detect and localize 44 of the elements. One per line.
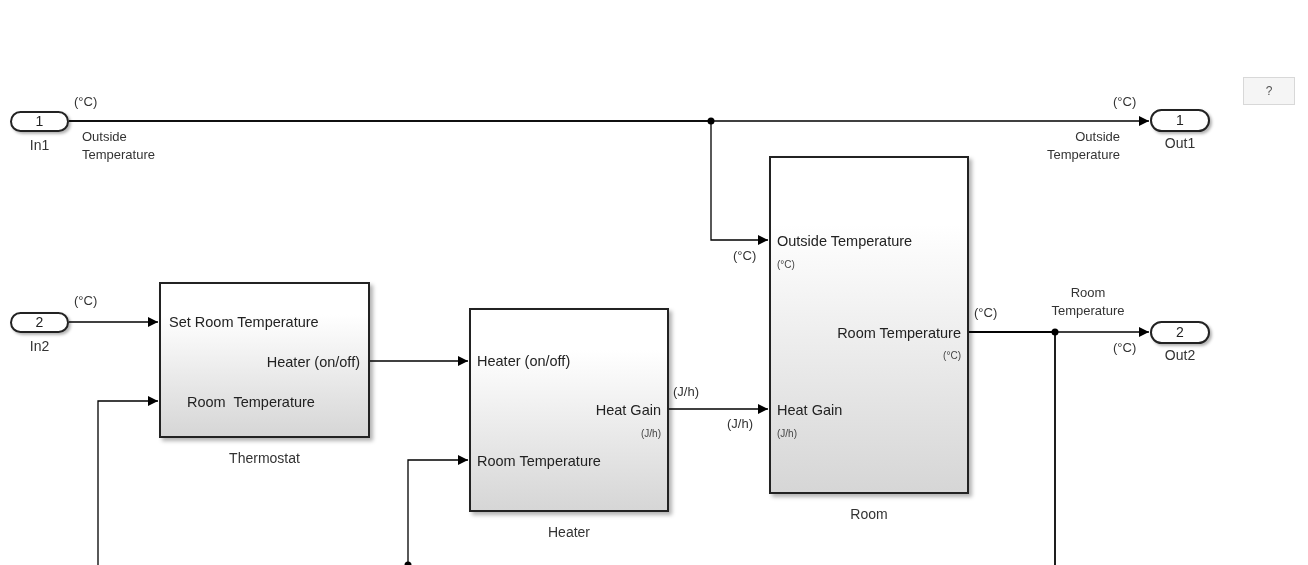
block-name: Heater: [548, 523, 590, 542]
unit-label: (°C): [74, 292, 98, 310]
inport-block: 2: [10, 312, 69, 333]
port-label: Room Temperature: [187, 393, 315, 413]
unit-label: (°C): [1113, 339, 1137, 357]
subsystem-block: [469, 308, 669, 512]
port-unit: (°C): [943, 348, 961, 363]
inport-block: 1: [10, 111, 69, 132]
outport-block: 1: [1150, 109, 1210, 132]
block-name: Thermostat: [229, 449, 300, 468]
signal-name: Outside Temperature: [1046, 128, 1120, 164]
subsystem-block: [159, 282, 370, 438]
port-label: Room Temperature: [837, 324, 961, 344]
signal-name: Outside Temperature: [82, 128, 156, 164]
block-name: Out1: [1164, 134, 1196, 153]
signal-line: [68, 317, 159, 327]
port-label: Set Room Temperature: [169, 313, 319, 333]
signal-name: Room Temperature: [1050, 284, 1126, 320]
port-unit: (J/h): [641, 426, 661, 441]
signal-line: [668, 404, 769, 414]
unit-label: (°C): [1113, 93, 1137, 111]
port-label: Room Temperature: [477, 452, 601, 472]
unit-label: (J/h): [727, 415, 753, 433]
unit-label: (°C): [974, 304, 998, 322]
help-button: ?: [1243, 77, 1295, 105]
subsystem-block: [769, 156, 969, 494]
outport-block: 2: [1150, 321, 1210, 344]
signal-line: [369, 356, 469, 366]
unit-label: (°C): [733, 247, 757, 265]
signal-line: [68, 120, 769, 245]
block-name: In1: [29, 136, 50, 155]
port-unit: (J/h): [777, 426, 797, 441]
block-name: In2: [29, 337, 50, 356]
unit-label: (°C): [74, 93, 98, 111]
unit-label: (J/h): [673, 383, 699, 401]
port-unit: (°C): [777, 257, 795, 272]
port-label: Heat Gain: [595, 401, 661, 421]
port-label: Heater (on/off): [266, 353, 360, 373]
port-label: Heater (on/off): [477, 352, 571, 372]
port-label: Heat Gain: [777, 401, 843, 421]
signal-line: [407, 331, 1056, 565]
block-name: Out2: [1164, 346, 1196, 365]
port-label: Outside Temperature: [777, 232, 913, 252]
block-name: Room: [850, 505, 888, 524]
